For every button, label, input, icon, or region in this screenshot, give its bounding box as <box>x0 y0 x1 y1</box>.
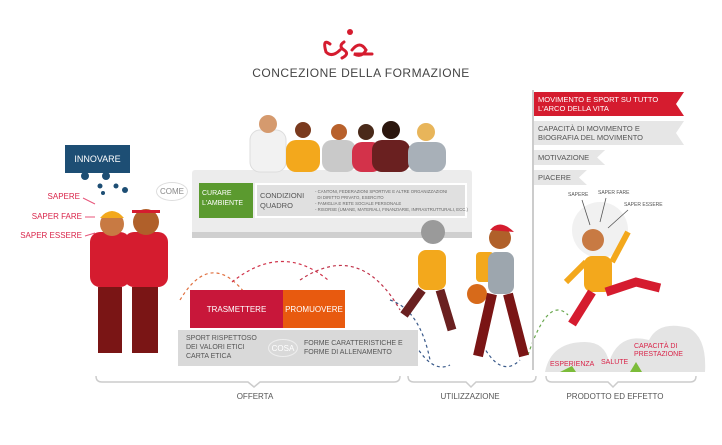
section-brackets <box>95 375 697 389</box>
section-utilizzazione: UTILIZZAZIONE <box>440 392 500 401</box>
flag-movimento-sport: MOVIMENTO E SPORT SU TUTTO L'ARCO DELLA … <box>534 92 684 116</box>
stage-edge <box>192 232 472 238</box>
bullet: DI DIRITTO PRIVATO, ESERCITO <box>315 194 384 200</box>
rock-esperienza: ESPERIENZA <box>550 361 595 368</box>
jumper-sapere: SAPERE <box>568 192 589 198</box>
section-offerta: OFFERTA <box>236 392 274 401</box>
rocks <box>545 325 706 372</box>
promuovere-block: PROMUOVERE <box>283 290 345 328</box>
forme-allenamento: FORME CARATTERISTICHE E FORME DI ALLENAM… <box>304 340 403 356</box>
flag-banners: MOVIMENTO E SPORT SU TUTTO L'ARCO DELLA … <box>534 92 684 185</box>
condizioni-list: - CANTONI, FEDERAZIONI SPORTIVE E ALTRE … <box>315 177 468 225</box>
walkers <box>400 220 529 358</box>
audience-people <box>249 115 446 173</box>
page-title: CONCEZIONE DELLA FORMAZIONE <box>252 66 470 80</box>
flag-capacita: CAPACITÀ DI MOVIMENTO E BIOGRAFIA DEL MO… <box>534 121 684 145</box>
base-block: SPORT RISPETTOSO DEI VALORI ETICI CARTA … <box>178 330 418 366</box>
label-saper-fare: SAPER FARE <box>31 212 82 221</box>
rock-salute: SALUTE <box>601 359 629 366</box>
condizioni-quadro-box: CONDIZIONI QUADRO - CANTONI, FEDERAZIONI… <box>255 183 468 218</box>
bullet: - CANTONI, FEDERAZIONI SPORTIVE E ALTRE … <box>315 188 448 194</box>
flag-piacere: PIACERE <box>534 170 587 185</box>
label-sapere: SAPERE <box>47 192 80 201</box>
condizioni-label: CONDIZIONI QUADRO <box>260 190 305 210</box>
cosa-bubble: COSA <box>268 339 298 357</box>
section-prodotto-effetto: PRODOTTO ED EFFETTO <box>566 392 664 401</box>
curare-ambiente-box: CURARE L'AMBIENTE <box>199 183 253 218</box>
esa-logo <box>323 29 374 60</box>
innovare-box: INNOVARE <box>65 145 130 173</box>
sport-rispettoso: SPORT RISPETTOSO DEI VALORI ETICI CARTA … <box>186 335 257 360</box>
bullet: - RISORSE (UMANE, MATERIALI, FINANZIARIE… <box>315 206 468 212</box>
label-saper-essere: SAPER ESSERE <box>20 231 82 240</box>
jumper-saper-fare: SAPER FARE <box>598 190 630 196</box>
bullet: - FAMIGLIA E RETE SOCIALE PERSONALE <box>315 200 402 206</box>
trasmettere-block: TRASMETTERE <box>190 290 283 328</box>
jumper <box>563 197 662 327</box>
jumper-saper-essere: SAPER ESSERE <box>624 202 663 208</box>
come-bubble: COME <box>156 182 188 201</box>
flag-motivazione: MOTIVAZIONE <box>534 150 605 165</box>
thought-bubble-dots <box>81 172 128 195</box>
rock-capacita: CAPACITÀ DI PRESTAZIONE <box>634 343 683 358</box>
label-lines <box>82 197 96 237</box>
coaches <box>90 209 168 353</box>
